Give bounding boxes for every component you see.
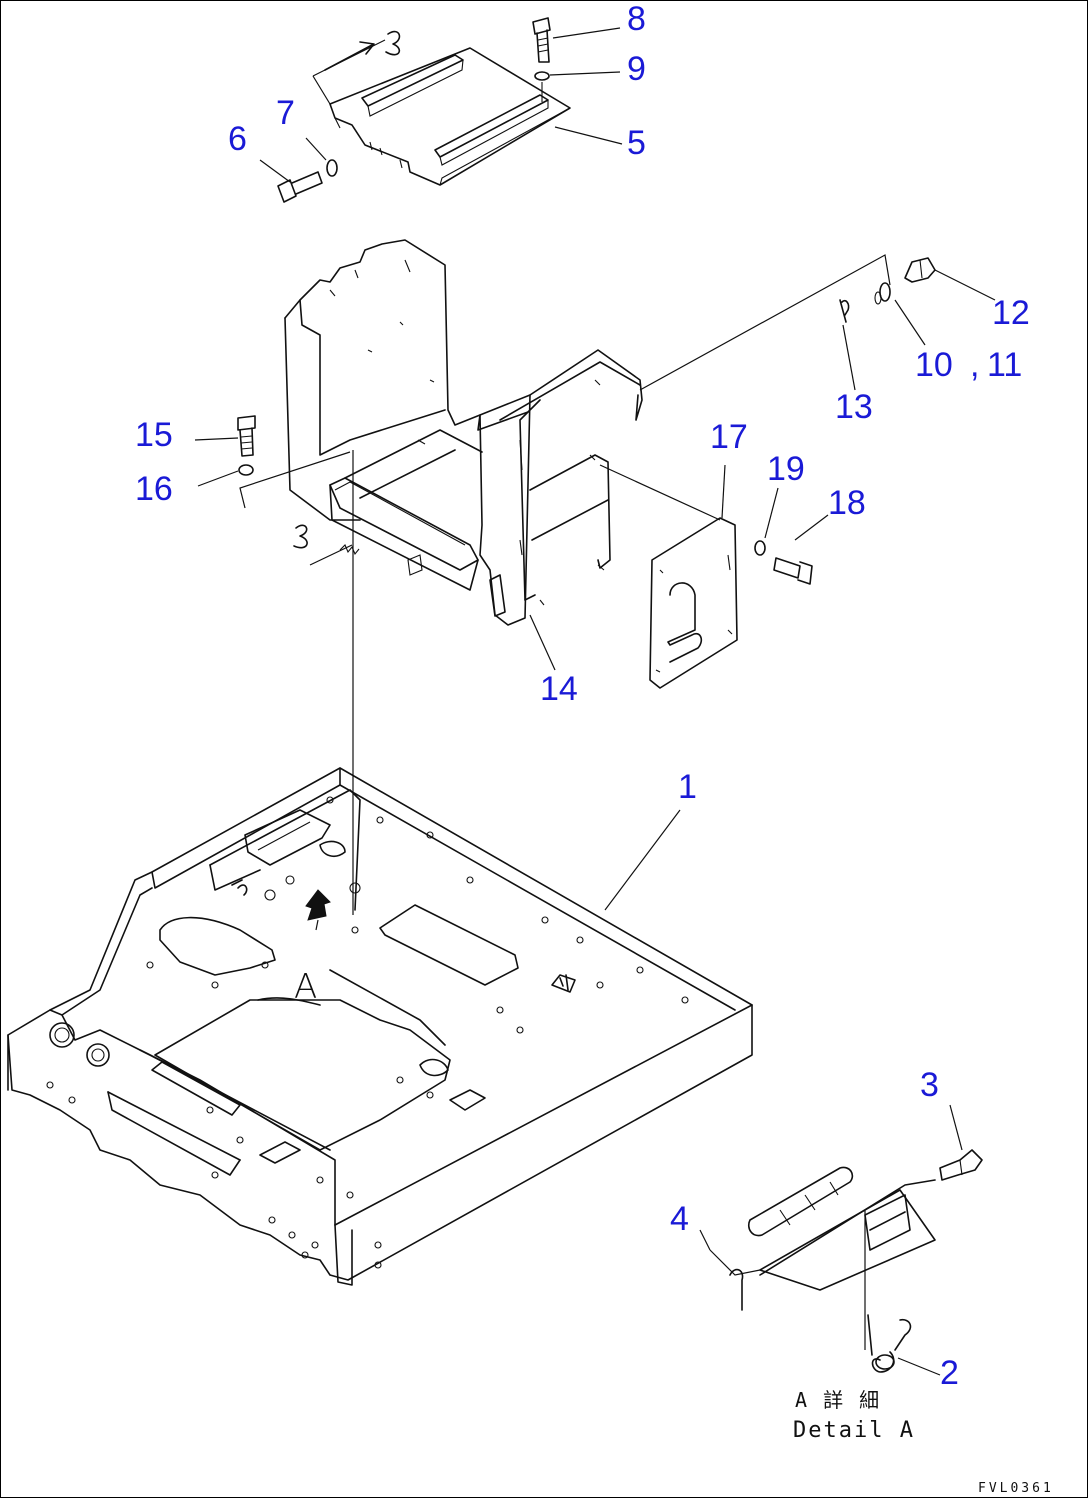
arrow-label-mark-top [385,30,401,56]
direction-arrow-icon [324,41,375,71]
leader-lines [194,27,996,1376]
arrow-up-icon [305,889,331,921]
view-arrow-shaft [315,919,319,931]
callout-3: 3 [920,1066,939,1104]
callout-14: 14 [540,670,578,708]
floor-frame-part-1 [7,767,753,1286]
spring-pin-icon [339,544,360,556]
callout-13: 13 [835,388,873,426]
pin-part-13 [839,299,850,323]
callout-7: 7 [276,94,295,132]
mount-line-rear [639,254,891,391]
guide-line-side-plate [599,464,721,521]
drawing-code: FVL0361 [978,1481,1054,1496]
callout-10: 10 [915,346,953,384]
hinge-detail [747,1166,936,1350]
washer-part-19 [754,540,766,556]
washer-part-7 [326,159,338,177]
detail-title-jp: A 詳 細 [795,1388,882,1412]
side-plate-part-17 [649,517,738,689]
callout-11: 11 [987,346,1023,384]
pin-part-2 [867,1314,912,1373]
bolt-part-12 [904,257,936,283]
bolt-part-3 [939,1149,983,1181]
callout-9: 9 [627,50,646,88]
callout-1: 1 [678,768,697,806]
bolt-part-15 [237,415,256,457]
bolt-part-8 [532,17,551,63]
callout-17: 17 [710,418,748,456]
pin-part-4 [709,1249,761,1311]
callout-19: 19 [767,450,805,488]
detail-title-en: Detail A [793,1418,915,1443]
callout-separator: , [970,346,980,384]
arrow-label-mark-middle [293,524,308,549]
callout-12: 12 [992,294,1030,332]
bolt-part-6 [277,171,323,203]
bolt-part-18 [773,557,813,585]
seat-stand-part-14 [239,239,643,626]
callout-16: 16 [135,470,173,508]
washer-part-16 [238,464,254,476]
callout-18: 18 [828,484,866,522]
washer-part-10-11 [874,282,891,305]
leader-mark-middle [309,544,353,566]
top-plate-part-5 [312,39,571,186]
callout-2: 2 [940,1354,959,1392]
callout-4: 4 [670,1200,689,1238]
washer-part-9 [534,71,550,102]
view-mark-a: A [294,967,318,1007]
callout-15: 15 [135,416,173,454]
callout-6: 6 [228,120,247,158]
callout-5: 5 [627,124,646,162]
callout-8: 8 [627,0,646,38]
